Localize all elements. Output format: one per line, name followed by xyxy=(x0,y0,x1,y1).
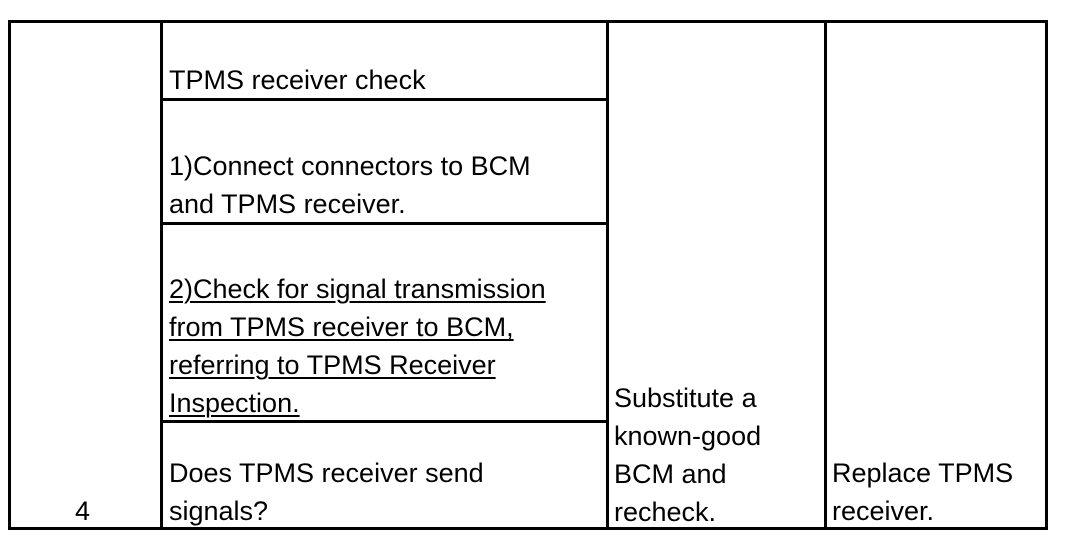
row-divider-2 xyxy=(163,222,606,225)
yes-action: Substitute a known-good BCM and recheck. xyxy=(614,383,762,527)
row-divider-1 xyxy=(163,98,606,101)
procedure-question: Does TPMS receiver send signals? xyxy=(169,458,484,526)
column-divider-yes xyxy=(824,23,827,527)
procedure-table: 4 TPMS receiver check 1)Connect connecto… xyxy=(8,20,1048,530)
procedure-step-1: 1)Connect connectors to BCM and TPMS rec… xyxy=(169,151,531,219)
no-action: Replace TPMS receiver. xyxy=(832,458,1014,526)
column-divider-procedure xyxy=(606,23,609,527)
row-divider-3 xyxy=(163,420,606,423)
procedure-step-2: 2)Check for signal transmission from TPM… xyxy=(169,274,546,418)
column-divider-step xyxy=(160,23,163,527)
procedure-title: TPMS receiver check xyxy=(169,65,426,95)
step-number: 4 xyxy=(75,496,91,526)
